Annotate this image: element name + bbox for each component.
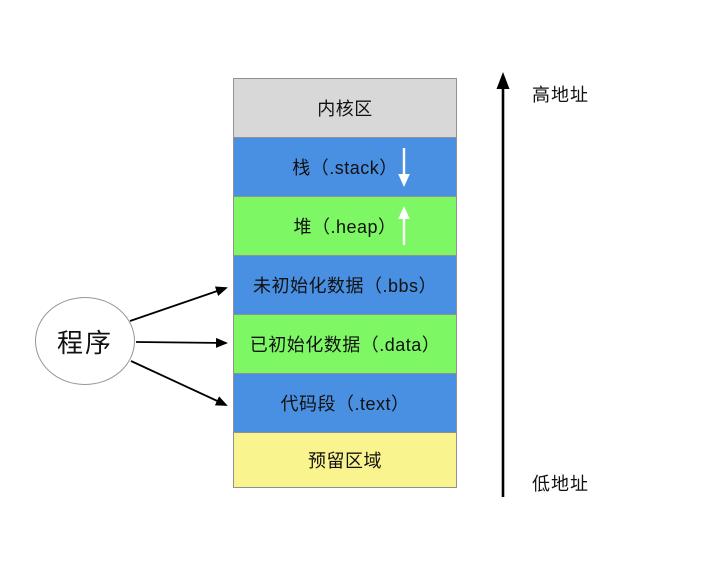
segment-data: 已初始化数据（.data） [234,315,456,374]
heap-growth-up-arrow-icon [398,206,410,245]
segment-text: 代码段（.text） [234,374,456,433]
segment-heap-label: 堆（.heap） [293,217,397,237]
segment-text-label: 代码段（.text） [280,394,410,414]
segment-data-label: 已初始化数据（.data） [249,335,441,355]
stack-growth-down-arrow-icon [398,148,410,187]
address-axis-up-arrow [496,72,510,497]
segment-kernel-label: 内核区 [317,99,373,119]
program-to-bbs-arrow [129,286,228,322]
high-address-label: 高地址 [532,85,589,105]
memory-stack: 内核区 栈（.stack） 堆（.heap） 未初始化数据（.bbs） 已初始化… [233,78,457,488]
segment-heap: 堆（.heap） [234,197,456,256]
segment-stack: 栈（.stack） [234,138,456,197]
segment-stack-label: 栈（.stack） [292,158,398,178]
program-node: 程序 [35,297,135,385]
segment-reserved: 预留区域 [234,433,456,487]
program-to-text-arrow [130,360,228,406]
low-address-label: 低地址 [532,474,589,494]
segment-reserved-label: 预留区域 [308,451,382,471]
segment-bbs-label: 未初始化数据（.bbs） [252,276,438,296]
program-to-data-arrow [135,337,228,348]
segment-kernel: 内核区 [234,79,456,138]
segment-bbs: 未初始化数据（.bbs） [234,256,456,315]
program-node-label: 程序 [56,327,113,358]
